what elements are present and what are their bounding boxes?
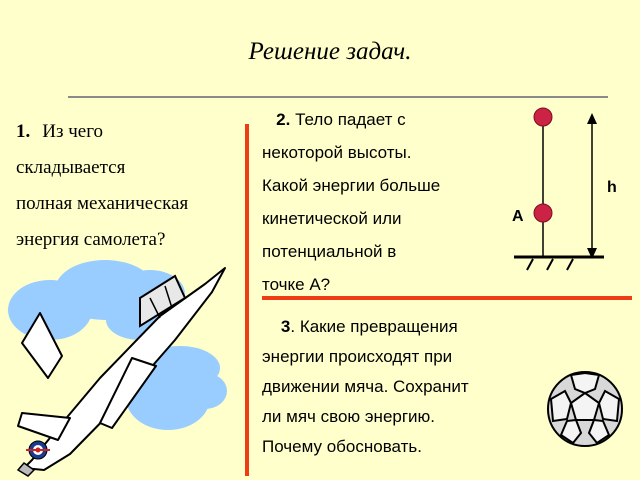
slide-title: Решение задач. xyxy=(248,38,412,65)
question-1-line-2: складывается xyxy=(16,157,126,178)
question-3-line-3: движении мяча. Сохранит xyxy=(262,377,469,396)
height-arrow-head-top xyxy=(587,113,597,124)
question-2-line-2: некоторой высоты. xyxy=(262,143,412,162)
horizontal-divider xyxy=(262,296,632,300)
question-2-line-3: Какой энергии больше xyxy=(262,176,441,195)
soccer-ball-icon xyxy=(547,371,623,447)
title-divider xyxy=(68,96,608,98)
ball-top xyxy=(533,107,553,127)
question-2: 2. Тело падает с некоторой высоты. Какой… xyxy=(262,103,512,301)
question-3-line-2: энергии происходят при xyxy=(262,347,453,366)
question-2-line-1: 2. Тело падает с xyxy=(276,110,406,129)
height-label: h xyxy=(607,179,617,196)
airplane-icon xyxy=(8,260,227,477)
question-3-line-1: 3. Какие превращения xyxy=(280,317,458,336)
question-1-number: 1. xyxy=(16,121,31,142)
question-1: 1.Из чего складывается полная механическ… xyxy=(16,114,246,258)
point-a-label: А xyxy=(512,208,524,225)
height-arrow-head-bottom xyxy=(587,248,597,259)
vertical-divider xyxy=(245,124,249,476)
ground-hatch xyxy=(546,258,554,271)
question-1-line-4: энергия самолета? xyxy=(16,229,166,250)
question-3-line-4: ли мяч свою энергию. xyxy=(262,407,436,426)
question-3-line-5: Почему обосновать. xyxy=(262,437,422,456)
question-2-number: 2. xyxy=(276,110,291,129)
question-3: 3. Какие превращения энергии происходят … xyxy=(262,312,552,462)
question-1-line-3: полная механическая xyxy=(16,193,189,214)
question-1-line-1: 1.Из чего xyxy=(16,121,104,142)
question-2-line-6: точке А? xyxy=(262,275,331,294)
question-2-line-4: кинетической или xyxy=(262,209,402,228)
question-2-line-5: потенциальной в xyxy=(262,242,397,261)
ground-hatch xyxy=(566,258,574,271)
ball-at-point-a xyxy=(533,203,553,223)
question-3-number: 3 xyxy=(280,317,291,336)
ground-hatch xyxy=(526,258,534,271)
